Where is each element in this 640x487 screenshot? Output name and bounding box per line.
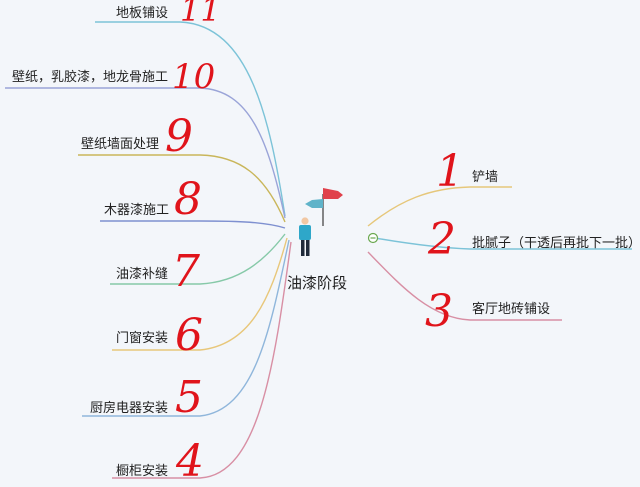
branch-label-scrape-wall[interactable]: 铲墙 (472, 170, 499, 185)
step-number-2: 2 (428, 214, 456, 265)
step-number-11: 11 (180, 0, 221, 29)
step-number-6: 6 (175, 310, 203, 361)
step-number-8: 8 (174, 174, 202, 225)
branch-label-cabinet[interactable]: 橱柜安装 (116, 464, 169, 479)
branch-label-floor[interactable]: 地板铺设 (116, 6, 169, 21)
branch-label-putty[interactable]: 批腻子（干透后再批下一批） (472, 236, 640, 251)
branch-label-wall-prep[interactable]: 壁纸墙面处理 (81, 137, 160, 152)
step-number-10: 10 (172, 57, 216, 97)
collapse-toggle-icon[interactable] (367, 232, 379, 244)
branch-label-wallpaper[interactable]: 壁纸，乳胶漆，地龙骨施工 (12, 70, 169, 85)
connector-right-2 (374, 237, 632, 250)
branch-label-wood-paint[interactable]: 木器漆施工 (104, 203, 170, 218)
connector-left-7 (82, 239, 290, 417)
step-number-3: 3 (425, 286, 453, 337)
connector-left-1 (95, 21, 286, 217)
connector-left-8 (112, 241, 292, 479)
connector-left-6 (112, 237, 288, 351)
connector-left-5 (110, 233, 286, 285)
step-number-7: 7 (172, 246, 200, 297)
connector-right-1 (367, 186, 512, 227)
connector-left-4 (100, 220, 286, 229)
branch-label-door-window[interactable]: 门窗安装 (116, 331, 169, 346)
connector-left-3 (78, 154, 286, 223)
step-number-4: 4 (176, 436, 204, 487)
branch-label-paint-seam[interactable]: 油漆补缝 (116, 267, 169, 282)
connector-left-2 (5, 87, 286, 219)
branch-label-tile[interactable]: 客厅地砖铺设 (472, 302, 551, 317)
connector-right-3 (367, 251, 562, 321)
root-node-label[interactable]: 油漆阶段 (287, 274, 348, 292)
person-with-flag-icon (299, 188, 343, 256)
step-number-5: 5 (175, 372, 203, 423)
branch-label-kitchen-appliance[interactable]: 厨房电器安装 (90, 401, 169, 416)
step-number-9: 9 (165, 111, 193, 162)
step-number-1: 1 (436, 146, 464, 197)
